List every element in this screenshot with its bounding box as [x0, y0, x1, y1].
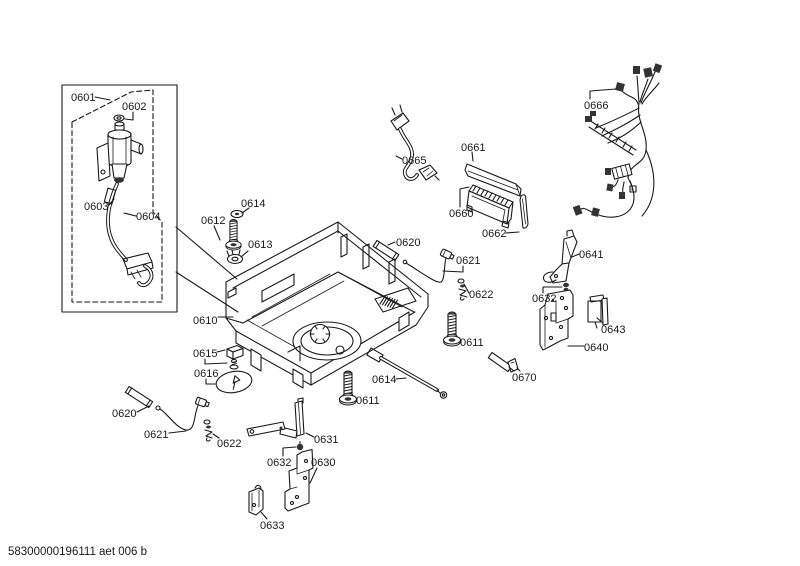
part-label-0612: 0612: [201, 215, 225, 227]
part-0610-base-frame: [225, 221, 429, 389]
part-label-0643: 0643: [601, 324, 625, 336]
part-label-0666: 0666: [584, 100, 608, 112]
part-label-0620-top: 0620: [396, 237, 420, 249]
part-label-0660: 0660: [449, 208, 473, 220]
part-0640-mounting-plate: [539, 289, 574, 351]
part-label-0620-bottom: 0620: [112, 408, 136, 420]
part-0620-pin-top: [372, 239, 400, 262]
part-label-0662: 0662: [482, 228, 506, 240]
part-0622-fastener-top: [457, 278, 468, 301]
part-0616-disc: [215, 370, 253, 394]
part-label-0611-right: 0611: [460, 337, 484, 349]
part-label-0670: 0670: [512, 372, 536, 384]
part-label-0632-bottom: 0632: [267, 457, 291, 469]
part-0630-mounting-bracket: [284, 448, 314, 512]
part-label-0622-bottom: 0622: [217, 438, 241, 450]
part-0632-nut-bottom: [296, 440, 304, 451]
part-0641-hinge-bracket: [542, 229, 578, 284]
leader-lines: [94, 88, 617, 520]
part-label-0665: 0665: [402, 155, 426, 167]
part-label-0615: 0615: [193, 348, 217, 360]
part-0665-power-cord: [390, 104, 440, 181]
part-label-0622-top: 0622: [469, 289, 493, 301]
part-0611-screw-bottom: [338, 370, 358, 406]
part-label-0661: 0661: [461, 142, 485, 154]
part-label-0631: 0631: [314, 434, 338, 446]
part-label-0601: 0601: [71, 92, 95, 104]
part-0631-hinge-lever: [246, 397, 305, 439]
part-0601-inlet-valve-assembly: [61, 84, 178, 313]
part-0662-side-plate: [519, 194, 529, 229]
document-number: 58300000196111 aet 006 b: [8, 546, 147, 558]
part-label-0641: 0641: [579, 249, 603, 261]
part-label-0621-bottom: 0621: [144, 429, 168, 441]
part-0660-control-module: [466, 184, 514, 229]
part-0613-clip: [226, 249, 244, 265]
part-label-0630: 0630: [311, 457, 335, 469]
part-label-0632-right: 0632: [532, 293, 556, 305]
diagram-artwork: [61, 63, 663, 520]
part-0614-pull-rod: [366, 347, 448, 399]
part-0666-cable-harness: [572, 63, 663, 218]
part-labels: 0601 0602 0603 0604 0614 0612 0613 0610 …: [71, 92, 625, 532]
part-0611-screw-right: [442, 311, 462, 347]
part-0614-washer: [230, 209, 244, 219]
part-label-0621-top: 0621: [456, 255, 480, 267]
part-0643-damper: [587, 294, 609, 329]
part-0615-block: [226, 344, 244, 370]
part-label-0633: 0633: [260, 520, 284, 532]
part-0620-pin-bottom: [124, 385, 154, 409]
part-label-0604: 0604: [136, 211, 160, 223]
part-0621-cable-bottom: [155, 396, 210, 431]
part-0621-cable-top: [402, 248, 455, 283]
part-0622-fastener-bottom: [203, 419, 213, 442]
part-label-0610: 0610: [193, 315, 217, 327]
part-label-0640: 0640: [584, 342, 608, 354]
part-0661-cover-bar: [464, 163, 522, 197]
frame-spring-detail: [379, 295, 399, 309]
part-label-0611-bottom: 0611: [356, 395, 380, 407]
part-0612-screw: [225, 219, 242, 251]
part-label-0616: 0616: [194, 368, 218, 380]
part-label-0613: 0613: [248, 239, 272, 251]
assembly-reference-lines: [175, 226, 239, 313]
part-0633-clamp: [248, 484, 264, 516]
part-label-0603: 0603: [84, 201, 108, 213]
part-label-0614-rod: 0614: [372, 374, 396, 386]
part-0670-pin: [487, 351, 521, 373]
part-label-0614-top: 0614: [241, 198, 265, 210]
part-label-0602: 0602: [122, 101, 146, 113]
